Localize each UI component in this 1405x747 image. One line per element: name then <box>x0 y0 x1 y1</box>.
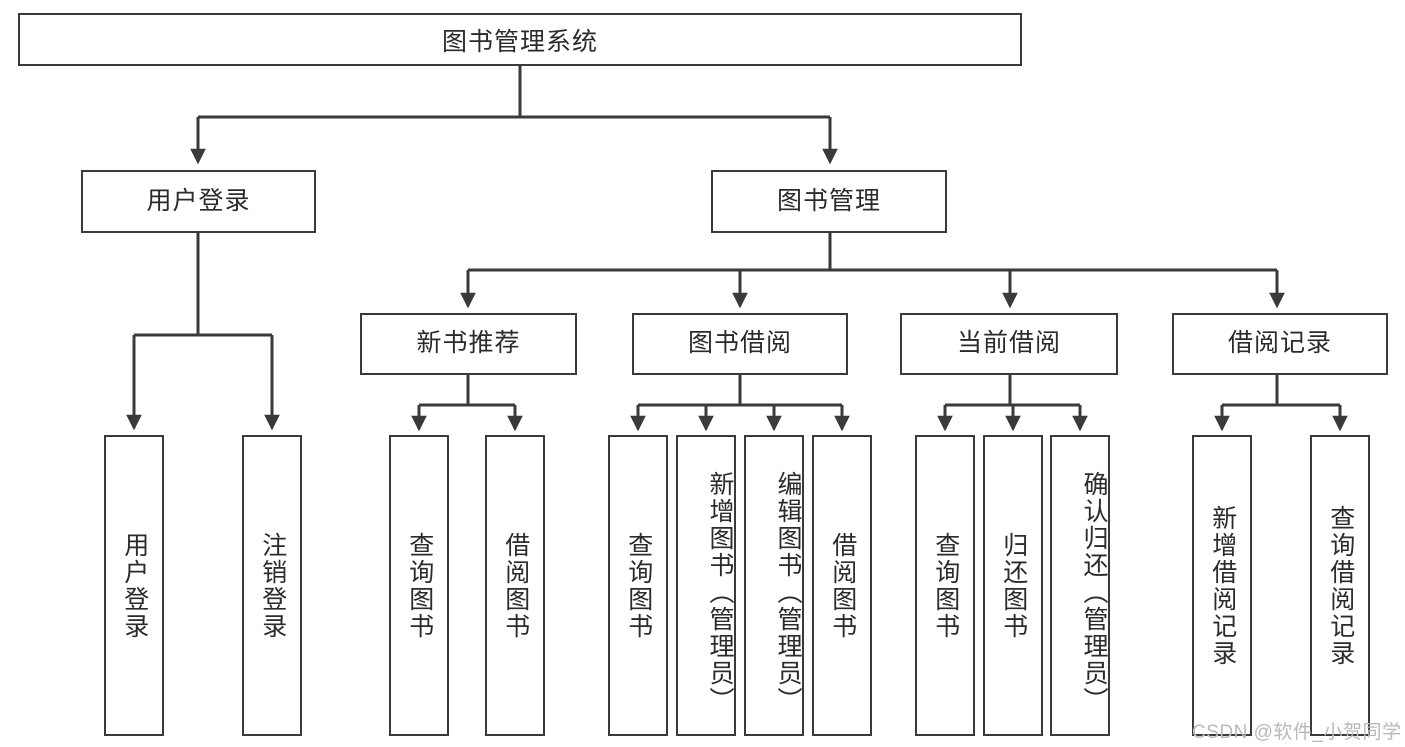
leaf-edit-book[interactable]: 编辑图书（管理员） <box>744 435 804 736</box>
leaf-query-borrow-record[interactable]: 查询借阅记录 <box>1310 435 1370 736</box>
node-new-book-recommend-label: 新书推荐 <box>416 329 521 358</box>
leaf-user-login[interactable]: 用户登录 <box>104 435 164 736</box>
leaf-add-borrow-record-label: 新增借阅记录 <box>1208 504 1237 667</box>
leaf-query-book-3[interactable]: 查询图书 <box>915 435 975 736</box>
node-book-management-label: 图书管理 <box>776 186 881 215</box>
node-current-borrow[interactable]: 当前借阅 <box>900 313 1118 375</box>
leaf-query-book-2-label: 查询图书 <box>624 531 653 640</box>
node-current-borrow-label: 当前借阅 <box>956 329 1061 358</box>
leaf-borrow-book-1-label: 借阅图书 <box>501 531 530 640</box>
leaf-borrow-book-2-label: 借阅图书 <box>828 531 857 640</box>
leaf-confirm-return[interactable]: 确认归还（管理员） <box>1050 435 1110 736</box>
node-book-borrow[interactable]: 图书借阅 <box>632 313 848 375</box>
leaf-borrow-book-1[interactable]: 借阅图书 <box>485 435 545 736</box>
leaf-borrow-book-2[interactable]: 借阅图书 <box>812 435 872 736</box>
node-root-book-management-system[interactable]: 图书管理系统 <box>18 13 1022 66</box>
leaf-add-book-label: 新增图书（管理员） <box>706 471 734 714</box>
leaf-user-login-label: 用户登录 <box>120 531 149 640</box>
leaf-query-book-3-label: 查询图书 <box>931 531 960 640</box>
leaf-query-borrow-record-label: 查询借阅记录 <box>1326 504 1355 667</box>
leaf-query-book-1-label: 查询图书 <box>405 531 434 640</box>
leaf-return-book-label: 归还图书 <box>999 531 1028 640</box>
leaf-logout[interactable]: 注销登录 <box>242 435 302 736</box>
node-book-borrow-label: 图书借阅 <box>687 329 792 358</box>
leaf-add-book[interactable]: 新增图书（管理员） <box>676 435 736 736</box>
leaf-query-book-2[interactable]: 查询图书 <box>608 435 668 736</box>
node-user-login[interactable]: 用户登录 <box>81 170 316 233</box>
leaf-logout-label: 注销登录 <box>258 531 287 640</box>
leaf-edit-book-label: 编辑图书（管理员） <box>774 471 802 714</box>
leaf-confirm-return-label: 确认归还（管理员） <box>1080 471 1108 714</box>
leaf-add-borrow-record[interactable]: 新增借阅记录 <box>1192 435 1252 736</box>
node-book-management[interactable]: 图书管理 <box>711 170 947 233</box>
node-user-login-label: 用户登录 <box>146 186 251 215</box>
node-borrow-record-label: 借阅记录 <box>1227 329 1332 358</box>
node-root-label: 图书管理系统 <box>441 27 598 56</box>
node-new-book-recommend[interactable]: 新书推荐 <box>360 313 577 375</box>
node-borrow-record[interactable]: 借阅记录 <box>1172 313 1388 375</box>
leaf-query-book-1[interactable]: 查询图书 <box>389 435 449 736</box>
leaf-return-book[interactable]: 归还图书 <box>983 435 1043 736</box>
watermark-text: CSDN @软件_小贺同学 <box>1192 722 1402 743</box>
